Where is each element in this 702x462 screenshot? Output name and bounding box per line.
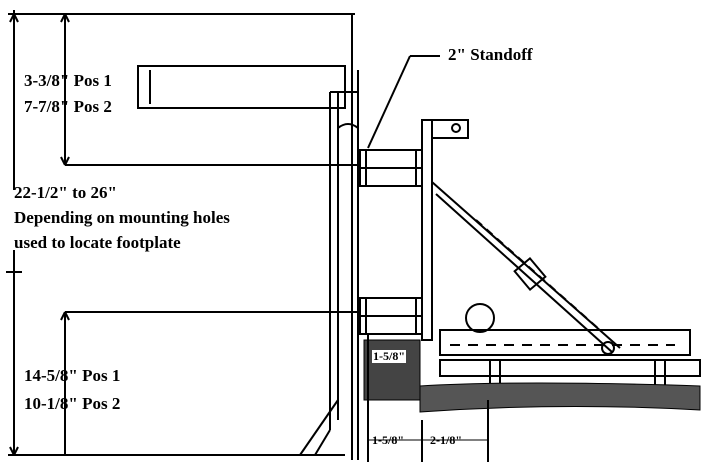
upper-pos2-label: 7-7/8" Pos 2 [24,97,112,116]
bottom-right-dimension-label: 2-1/8" [430,433,462,447]
upper-pos1-label: 3-3/8" Pos 1 [24,71,112,90]
footplate [439,303,701,388]
lower-pos1-label: 14-5/8" Pos 1 [24,366,121,385]
small-dimension-lines [367,334,489,462]
standoff-upper [359,149,423,187]
dimension-lines [6,10,360,456]
hatched-base [363,339,701,413]
standoff-lower [359,297,423,335]
bottom-left-dimension-label: 1-5/8" [372,433,404,447]
vertical-post [299,14,359,460]
range-note-line2: used to locate footplate [14,233,181,252]
range-note-line1: Depending on mounting holes [14,208,230,227]
standoff-leader [367,55,440,149]
seat-tube [137,65,346,109]
lower-pos2-label: 10-1/8" Pos 2 [24,394,121,413]
mount-bracket [421,119,621,355]
standoff-label: 2" Standoff [448,45,533,64]
range-label: 22-1/2" to 26" [14,183,117,202]
block-dimension-label: 1-5/8" [372,349,406,364]
